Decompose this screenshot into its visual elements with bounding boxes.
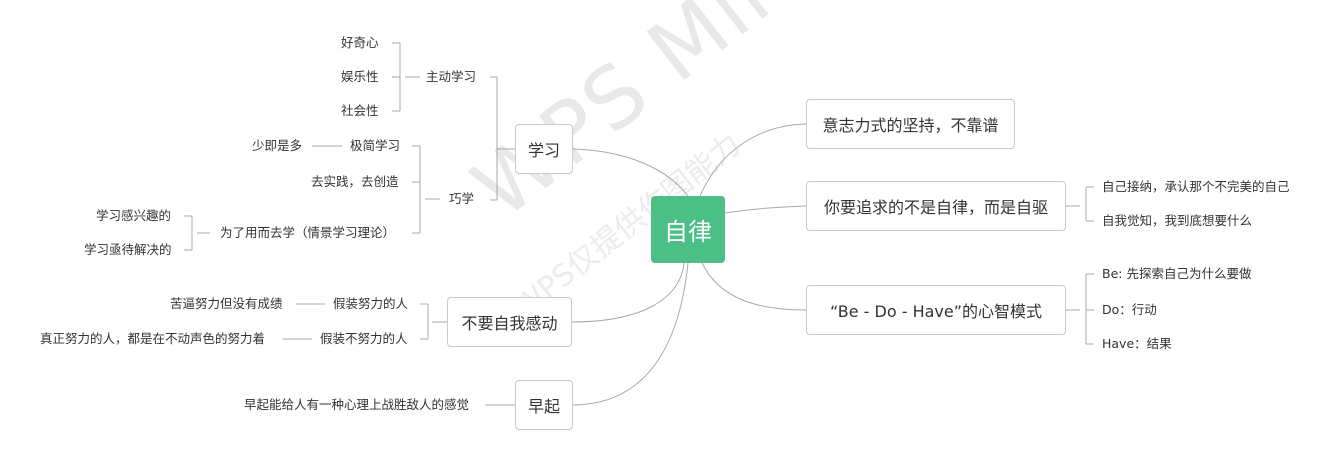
edge-root-early <box>571 262 689 406</box>
edge-root-nomove <box>571 262 685 323</box>
leaf-early-note[interactable]: 早起能给人有一种心理上战胜敌人的感觉 <box>244 397 470 412</box>
edge-active-bracket <box>392 42 420 112</box>
branch-bdh[interactable]: “Be - Do - Have”的心智模式 <box>806 285 1066 335</box>
edge-useful-bracket <box>184 215 210 251</box>
edge-study-bracket <box>490 76 515 201</box>
leaf-fake-effort-note[interactable]: 苦逼努力但没有成绩 <box>170 296 283 311</box>
leaf-curiosity[interactable]: 好奇心 <box>341 35 379 50</box>
leaf-be[interactable]: Be: 先探索自己为什么要做 <box>1102 266 1252 281</box>
node-minimal-learning[interactable]: 极简学习 <box>350 138 401 153</box>
leaf-practice[interactable]: 去实践，去创造 <box>311 174 399 189</box>
leaf-less-is-more[interactable]: 少即是多 <box>252 138 303 153</box>
leaf-do[interactable]: Do：行动 <box>1102 302 1157 317</box>
branch-study[interactable]: 学习 <box>515 124 573 174</box>
leaf-self-aware[interactable]: 自我觉知，我到底想要什么 <box>1102 213 1253 228</box>
node-learn-to-use[interactable]: 为了用而去学（情景学习理论） <box>220 225 396 240</box>
root-node[interactable]: 自律 <box>651 196 725 263</box>
edge-root-will <box>699 123 807 197</box>
leaf-social[interactable]: 社会性 <box>341 103 379 118</box>
edge-pursue-bracket <box>1066 186 1094 222</box>
leaf-accept-self[interactable]: 自己接纳，承认那个不完美的自己 <box>1102 179 1290 194</box>
edge-nomove-bracket <box>420 303 447 340</box>
node-smart-learning[interactable]: 巧学 <box>449 191 475 206</box>
leaf-interest[interactable]: 学习感兴趣的 <box>96 208 172 223</box>
branch-will[interactable]: 意志力式的坚持，不靠谱 <box>806 99 1015 149</box>
edge-root-bdh <box>701 262 807 311</box>
leaf-entertainment[interactable]: 娱乐性 <box>341 69 379 84</box>
node-fake-lazy[interactable]: 假装不努力的人 <box>320 331 408 346</box>
branch-no-self-move[interactable]: 不要自我感动 <box>447 297 572 347</box>
edge-smart-bracket <box>412 145 440 234</box>
edge-root-pursue <box>724 205 807 214</box>
branch-pursue[interactable]: 你要追求的不是自律，而是自驱 <box>806 181 1066 231</box>
edge-bdh-bracket <box>1066 273 1094 345</box>
leaf-fake-lazy-note[interactable]: 真正努力的人，都是在不动声色的努力着 <box>40 331 266 346</box>
node-active-learning[interactable]: 主动学习 <box>426 69 477 84</box>
branch-early[interactable]: 早起 <box>515 380 573 430</box>
leaf-have[interactable]: Have：结果 <box>1102 336 1172 351</box>
leaf-urgent[interactable]: 学习亟待解决的 <box>84 242 172 257</box>
edge-root-study <box>571 148 689 197</box>
node-fake-effort[interactable]: 假装努力的人 <box>333 296 409 311</box>
